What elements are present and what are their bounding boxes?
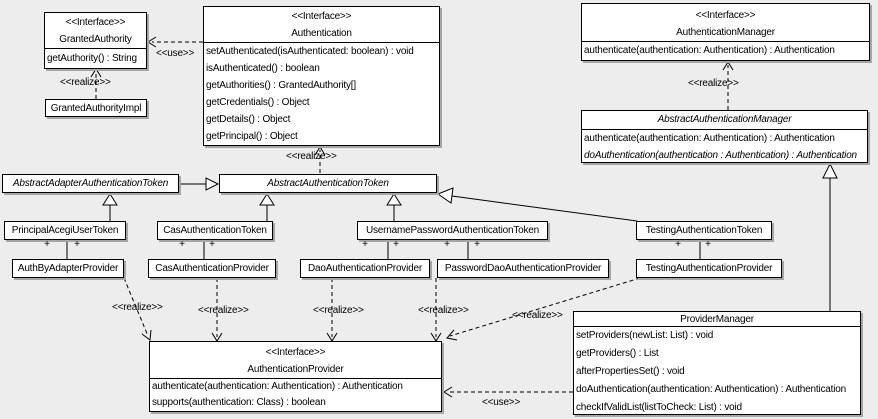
method-label: isAuthenticated() : boolean — [206, 63, 320, 74]
class-name: ProviderManager — [680, 314, 754, 325]
use-stereotype-label: <<use>> — [156, 48, 195, 59]
class-name: AbstractAdapterAuthenticationToken — [12, 178, 169, 189]
association-end-plus: + — [179, 239, 185, 250]
class-name: UsernamePasswordAuthenticationToken — [365, 225, 540, 236]
class-header: AbstractAuthenticationManager — [582, 111, 867, 130]
class-principal-acegi-user-token: PrincipalAcegiUserToken — [4, 221, 126, 240]
association-end-plus: + — [74, 239, 80, 250]
method-label: getProviders() : List — [576, 348, 659, 359]
method-label: getAuthorities() : GrantedAuthority[] — [206, 80, 356, 91]
class-testing-authentication-token: TestingAuthenticationToken — [636, 221, 772, 240]
stereotype-label: <<Interface>> — [65, 17, 126, 28]
class-name: DaoAuthenticationProvider — [308, 263, 422, 274]
class-abstract-adapter-authentication-token: AbstractAdapterAuthenticationToken — [2, 174, 179, 193]
class-name: GrantedAuthorityImpl — [50, 102, 142, 114]
method-label: getDetails() : Object — [206, 114, 291, 125]
realize-stereotype-label: <<realize>> — [313, 305, 364, 316]
class-cas-authentication-provider: CasAuthenticationProvider — [148, 259, 276, 278]
association-end-plus: + — [705, 239, 711, 250]
class-header: ProviderManager — [574, 312, 860, 327]
method-label: afterPropertiesSet() : void — [576, 366, 685, 377]
class-name: TestingAuthenticationProvider — [645, 263, 773, 274]
class-name: Authentication — [291, 28, 352, 39]
class-provider-manager: ProviderManager setProviders(newList: Li… — [573, 311, 861, 415]
association-end-plus: + — [44, 239, 50, 250]
class-username-password-authentication-token: UsernamePasswordAuthenticationToken — [357, 221, 548, 240]
realize-stereotype-label: <<realize>> — [286, 151, 337, 162]
method-label: checkIfValidList(listToCheck: List) : vo… — [576, 402, 742, 413]
method-label: getAuthority() : String — [47, 53, 137, 64]
class-name: AuthenticationManager — [676, 27, 775, 38]
stereotype-label: <<Interface>> — [695, 10, 756, 21]
method-label: doAuthentication(authentication : Authen… — [584, 150, 857, 161]
association-end-plus: + — [209, 239, 215, 250]
association-end-plus: + — [474, 239, 480, 250]
stereotype-label: <<Interface>> — [291, 11, 352, 22]
class-name: AuthenticationProvider — [247, 364, 344, 375]
use-stereotype-label: <<use>> — [482, 397, 521, 408]
method-label: authenticate(authentication: Authenticat… — [584, 45, 835, 56]
realize-stereotype-label: <<realize>> — [512, 310, 563, 321]
realize-stereotype-label: <<realize>> — [198, 305, 249, 316]
method-label: doAuthentication(authentication: Authent… — [576, 384, 846, 395]
method-label: authenticate(authentication: Authenticat… — [152, 381, 403, 392]
class-authentication-manager: <<Interface>> AuthenticationManager auth… — [581, 3, 870, 61]
class-name: CasAuthenticationToken — [163, 225, 267, 236]
class-name: AbstractAuthenticationManager — [657, 114, 792, 125]
class-name: AbstractAuthenticationToken — [267, 178, 389, 189]
class-header: <<Interface>> Authentication — [204, 7, 439, 43]
class-authentication: <<Interface>> Authentication setAuthenti… — [203, 6, 440, 146]
class-testing-authentication-provider: TestingAuthenticationProvider — [636, 259, 782, 278]
realize-stereotype-label: <<realize>> — [60, 77, 111, 88]
class-password-dao-authentication-provider: PasswordDaoAuthenticationProvider — [437, 259, 609, 278]
class-abstract-authentication-token: AbstractAuthenticationToken — [219, 174, 437, 193]
class-name: PasswordDaoAuthenticationProvider — [444, 263, 602, 274]
class-header: <<Interface>> AuthenticationProvider — [150, 342, 441, 379]
method-label: getCredentials() : Object — [206, 97, 310, 108]
method-label: getPrincipal() : Object — [206, 131, 298, 142]
realize-stereotype-label: <<realize>> — [112, 302, 163, 313]
class-name: PrincipalAcegiUserToken — [11, 225, 119, 236]
class-cas-authentication-token: CasAuthenticationToken — [157, 221, 273, 240]
class-name: TestingAuthenticationToken — [645, 225, 763, 236]
association-end-plus: + — [675, 239, 681, 250]
method-label: authenticate(authentication: Authenticat… — [584, 133, 835, 144]
class-abstract-authentication-manager: AbstractAuthenticationManager authentica… — [581, 110, 868, 163]
method-label: setProviders(newList: List) : void — [576, 330, 714, 341]
association-end-plus: + — [362, 239, 368, 250]
stereotype-label: <<Interface>> — [265, 347, 326, 358]
class-dao-authentication-provider: DaoAuthenticationProvider — [300, 259, 430, 278]
class-granted-authority: <<Interface>> GrantedAuthority getAuthor… — [44, 12, 147, 69]
method-label: setAuthenticated(isAuthenticated: boolea… — [206, 46, 414, 57]
class-name: AuthByAdapterProvider — [17, 263, 119, 274]
class-header: <<Interface>> GrantedAuthority — [45, 13, 146, 49]
association-end-plus: + — [444, 239, 450, 250]
class-authentication-provider: <<Interface>> AuthenticationProvider aut… — [149, 341, 442, 412]
class-auth-by-adapter-provider: AuthByAdapterProvider — [12, 259, 124, 278]
class-name: CasAuthenticationProvider — [155, 263, 269, 274]
class-granted-authority-impl: GrantedAuthorityImpl — [45, 99, 147, 117]
realize-stereotype-label: <<realize>> — [688, 78, 739, 89]
class-name: GrantedAuthority — [59, 34, 132, 45]
method-label: supports(authentication: Class) : boolea… — [152, 397, 326, 408]
association-end-plus: + — [393, 239, 399, 250]
class-header: <<Interface>> AuthenticationManager — [582, 4, 869, 42]
realize-stereotype-label: <<realize>> — [418, 305, 469, 316]
